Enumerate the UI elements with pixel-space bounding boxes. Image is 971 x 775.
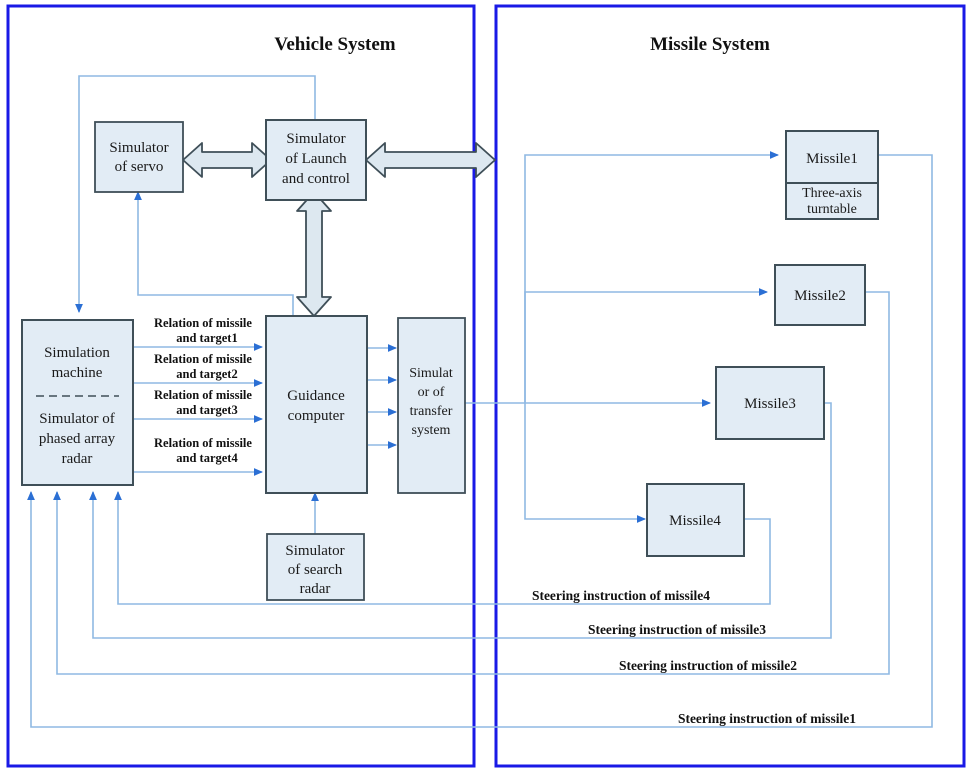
box-missile4-label: Missile4 (669, 513, 721, 529)
box-transfer-line-3: transfer (410, 404, 453, 419)
box-servo-line-2: of servo (115, 159, 164, 175)
box-search-radar-line-1: Simulator (285, 543, 344, 559)
label-relation-target2-line1: Relation of missile (154, 352, 252, 366)
label-steering-missile1: Steering instruction of missile1 (678, 711, 856, 726)
box-transfer-line-2: or of (418, 385, 445, 400)
box-simulator-of-launch-and-control[interactable]: Simulator of Launch and control (265, 119, 367, 201)
label-relation-target4-line1: Relation of missile (154, 436, 252, 450)
line-steering-missile2 (53, 291, 890, 675)
line-steering-missile3 (89, 402, 832, 639)
vehicle-system-frame (6, 4, 476, 768)
box-simulator-of-servo[interactable]: Simulator of servo (94, 121, 184, 193)
line-steering-missile1 (27, 154, 933, 728)
box-launch-line-2: of Launch (285, 151, 347, 167)
label-steering-missile3: Steering instruction of missile3 (588, 622, 766, 637)
box-simulator-of-transfer-system[interactable]: Simulat or of transfer system (397, 317, 466, 494)
missile-system-frame (494, 4, 966, 768)
box-missile1-label: Missile1 (806, 151, 858, 167)
box-missile1[interactable]: Missile1 Three-axis turntable (785, 130, 879, 220)
box-phased-array-line-3: radar (62, 451, 93, 467)
line-bus-to-missile4 (524, 403, 646, 523)
box-simulation-machine-line-2: machine (52, 365, 103, 381)
label-relation-target3-line2: and target3 (176, 403, 237, 417)
label-relation-target1-line2: and target1 (176, 331, 237, 345)
box-missile2-label: Missile2 (794, 288, 846, 304)
box-three-axis-turntable[interactable] (785, 182, 879, 220)
line-guidance-to-servo (134, 191, 294, 318)
box-transfer-line-1: Simulat (409, 366, 453, 381)
line-launch-to-simulation-machine (75, 75, 316, 313)
box-missile4[interactable]: Missile4 (646, 483, 745, 557)
box-guidance-line-2: computer (288, 408, 345, 424)
box-simulator-of-search-radar[interactable]: Simulator of search radar (266, 533, 365, 601)
label-steering-missile4: Steering instruction of missile4 (532, 588, 710, 603)
box-launch-line-1: Simulator (286, 131, 345, 147)
label-relation-target2-line2: and target2 (176, 367, 237, 381)
missile-system-title: Missile System (650, 34, 770, 55)
line-steering-missile4 (114, 491, 771, 605)
block-arrow-launch-guidance (296, 191, 332, 317)
box-turntable-line-1: Three-axis (802, 186, 862, 201)
vehicle-system-title: Vehicle System (274, 34, 395, 55)
box-servo-line-1: Simulator (109, 140, 168, 156)
box-phased-array-line-2: phased array (39, 431, 116, 447)
box-turntable-line-2: turntable (807, 202, 857, 217)
label-relation-target3-line1: Relation of missile (154, 388, 252, 402)
box-missile3[interactable]: Missile3 (715, 366, 825, 440)
line-bus-to-missile2 (524, 288, 768, 403)
box-launch-line-3: and control (282, 171, 350, 187)
box-search-radar-line-2: of search (288, 562, 343, 578)
box-transfer-line-4: system (412, 423, 451, 438)
block-arrow-launch-to-missile-system (365, 142, 496, 178)
block-arrow-servo-launch (182, 142, 272, 178)
box-missile3-label: Missile3 (744, 396, 796, 412)
box-search-radar-line-3: radar (300, 581, 331, 597)
box-phased-array-line-1: Simulator of (39, 411, 114, 427)
label-relation-target1-line1: Relation of missile (154, 316, 252, 330)
box-guidance-line-1: Guidance (287, 388, 345, 404)
line-bus-to-missile1 (524, 151, 779, 403)
box-missile2[interactable]: Missile2 (774, 264, 866, 326)
label-relation-target4-line2: and target4 (176, 451, 238, 465)
box-simulation-machine[interactable]: Simulation machine Simulator of phased a… (21, 319, 134, 486)
box-guidance-computer[interactable]: Guidance computer (265, 315, 368, 494)
label-steering-missile2: Steering instruction of missile2 (619, 658, 797, 673)
box-simulation-machine-line-1: Simulation (44, 345, 110, 361)
